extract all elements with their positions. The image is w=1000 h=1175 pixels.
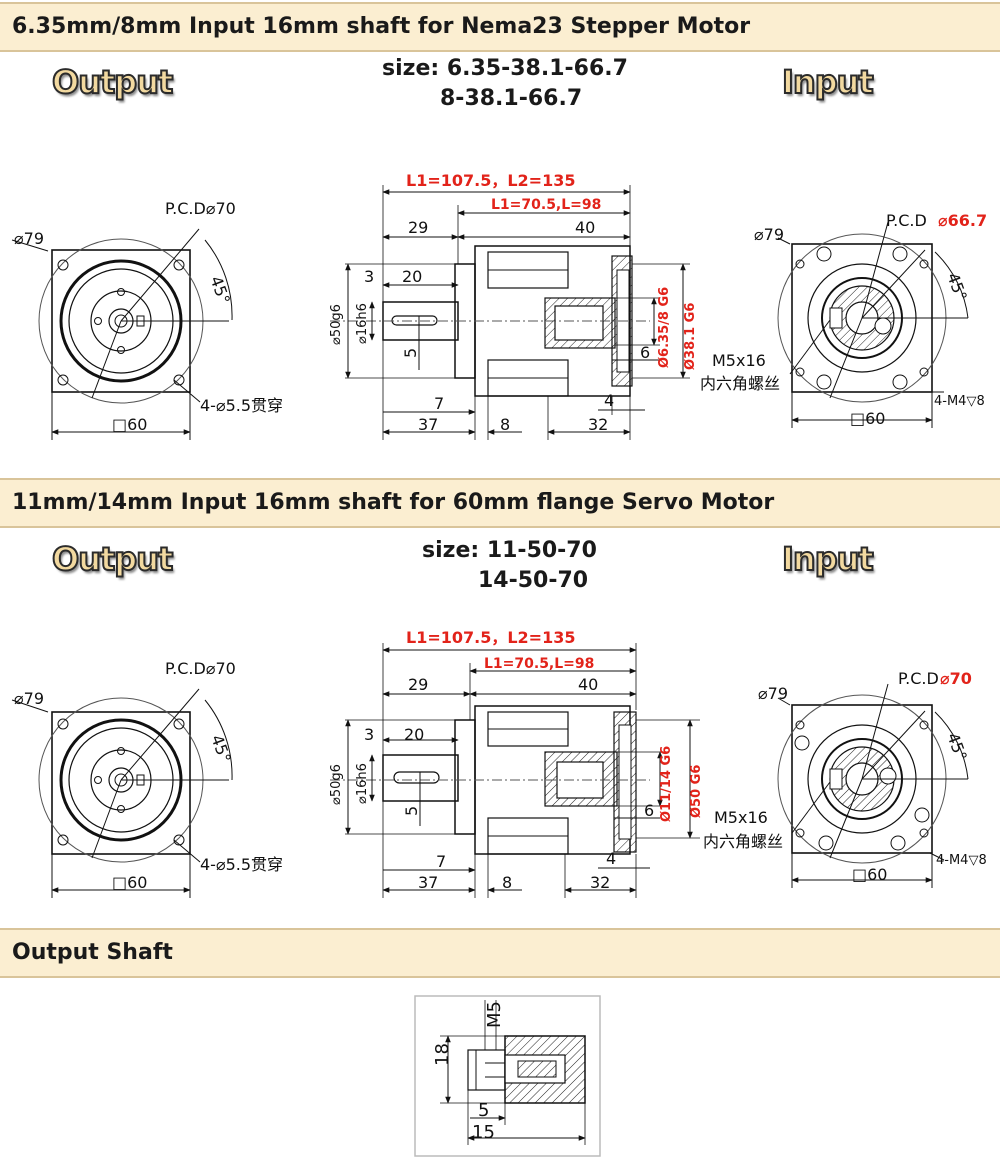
section1-l-total: L1=107.5，L2=135 — [406, 171, 575, 190]
section2-d3: 3 — [364, 725, 374, 744]
section2-size-line1: size: 11-50-70 — [422, 538, 597, 563]
section2-left-square: □60 — [112, 873, 147, 892]
section2-right-thread: 4-M4▽8 — [936, 853, 987, 868]
section1-output-front-view: ⌀79 P.C.D⌀70 45° 4-⌀5.5贯穿 □60 — [11, 199, 283, 440]
section1-d20: 20 — [402, 267, 422, 286]
section2-l-total: L1=107.5，L2=135 — [406, 628, 575, 647]
section1-bore: Ø6.35/8 G6 — [657, 287, 672, 368]
section1-title: 6.35mm/8mm Input 16mm shaft for Nema23 S… — [12, 14, 751, 39]
section1-d6: 6 — [640, 343, 650, 362]
shaft-d5: 5 — [478, 1100, 489, 1121]
section1-right-angle: 45° — [943, 270, 971, 303]
section1-left-angle: 45° — [206, 274, 234, 307]
section1-l-inner: L1=70.5,L=98 — [491, 197, 601, 213]
section2-input-front-view: ⌀79 P.C.D ⌀70 45° M5x16 内六角螺丝 4-M4▽8 □60 — [703, 669, 987, 888]
section1-left-square: □60 — [112, 415, 147, 434]
section1-side-view: L1=107.5，L2=135 L1=70.5,L=98 29 40 3 20 … — [329, 171, 698, 440]
section1-d40: 40 — [575, 218, 595, 237]
section2-right-screw: M5x16 — [714, 808, 768, 827]
section1-pilot: Ø38.1 G6 — [683, 303, 698, 370]
section2-output-label: Output — [51, 539, 174, 579]
section2-d16: ⌀16h6 — [355, 763, 370, 804]
section2-right-square: □60 — [852, 865, 887, 884]
section1-right-square: □60 — [850, 409, 885, 428]
section2-side-view: L1=107.5，L2=135 L1=70.5,L=98 29 40 3 20 … — [329, 628, 704, 898]
section1-left-dia: ⌀79 — [14, 229, 44, 248]
section2-title: 11mm/14mm Input 16mm shaft for 60mm flan… — [12, 490, 775, 515]
section2-right-pcd-value: ⌀70 — [940, 669, 972, 688]
section1-banner: 6.35mm/8mm Input 16mm shaft for Nema23 S… — [0, 2, 1000, 52]
section1-d50: ⌀50g6 — [329, 304, 344, 345]
section1-right-pcd-prefix: P.C.D — [886, 211, 927, 230]
section1-d8: 8 — [500, 415, 510, 434]
section2-right-screw-cn: 内六角螺丝 — [703, 832, 783, 851]
section2-bore: Ø11/14 G6 — [659, 746, 674, 822]
section2-right-pcd-prefix: P.C.D — [898, 669, 939, 688]
section2-output-front-view: ⌀79 P.C.D⌀70 45° 4-⌀5.5贯穿 □60 — [11, 659, 283, 898]
section2-left-pcd: P.C.D⌀70 — [165, 659, 236, 678]
section1-size-line2: 8-38.1-66.7 — [440, 86, 583, 111]
section2-d5: 5 — [402, 806, 421, 816]
section1-right-screw: M5x16 — [712, 351, 766, 370]
section2-input-label: Input — [781, 539, 875, 579]
section1-d32: 32 — [588, 415, 608, 434]
section2-d37: 37 — [418, 873, 438, 892]
section2-pilot: Ø50 G6 — [689, 765, 704, 818]
section2-d4: 4 — [606, 849, 616, 868]
section1-d4: 4 — [604, 391, 614, 410]
section2-d50: ⌀50g6 — [329, 764, 344, 805]
section1-size-line1: size: 6.35-38.1-66.7 — [382, 56, 628, 81]
section2-d8: 8 — [502, 873, 512, 892]
section1-d7: 7 — [434, 394, 444, 413]
section1-input-front-view: ⌀79 P.C.D ⌀66.7 45° M5x16 内六角螺丝 4-M4▽8 □… — [700, 211, 987, 428]
section1-right-thread: 4-M4▽8 — [934, 394, 985, 409]
section2-d32: 32 — [590, 873, 610, 892]
section2-left-dia: ⌀79 — [14, 689, 44, 708]
shaft-d18: 18 — [432, 1043, 453, 1066]
section2-d6: 6 — [644, 801, 654, 820]
section2-right-angle: 45° — [943, 730, 971, 763]
section1-d16: ⌀16h6 — [355, 303, 370, 344]
section1-d37: 37 — [418, 415, 438, 434]
section2-l-inner: L1=70.5,L=98 — [484, 656, 594, 672]
section1-left-holes: 4-⌀5.5贯穿 — [200, 396, 283, 415]
section1-d5: 5 — [401, 348, 420, 358]
section1-d29: 29 — [408, 218, 428, 237]
section1-right-screw-cn: 内六角螺丝 — [700, 374, 780, 393]
section2-right-dia: ⌀79 — [758, 684, 788, 703]
section2-d20: 20 — [404, 725, 424, 744]
section2-d40: 40 — [578, 675, 598, 694]
section1-left-pcd: P.C.D⌀70 — [165, 199, 236, 218]
section1-d3: 3 — [364, 267, 374, 286]
section1-right-dia: ⌀79 — [754, 225, 784, 244]
section2-left-holes: 4-⌀5.5贯穿 — [200, 855, 283, 874]
section2-d7: 7 — [436, 852, 446, 871]
section1-right-pcd-value: ⌀66.7 — [938, 211, 987, 230]
section2-size-line2: 14-50-70 — [478, 568, 589, 593]
section3-title: Output Shaft — [12, 940, 173, 965]
section3-banner: Output Shaft — [0, 928, 1000, 978]
section2-banner: 11mm/14mm Input 16mm shaft for 60mm flan… — [0, 478, 1000, 528]
section2-d29: 29 — [408, 675, 428, 694]
shaft-d15: 15 — [472, 1122, 495, 1143]
shaft-m5: M5 — [484, 1001, 505, 1028]
output-shaft-drawing: M5 18 5 15 — [414, 995, 601, 1157]
section1-input-label: Input — [781, 62, 875, 102]
section1-output-label: Output — [51, 62, 174, 102]
